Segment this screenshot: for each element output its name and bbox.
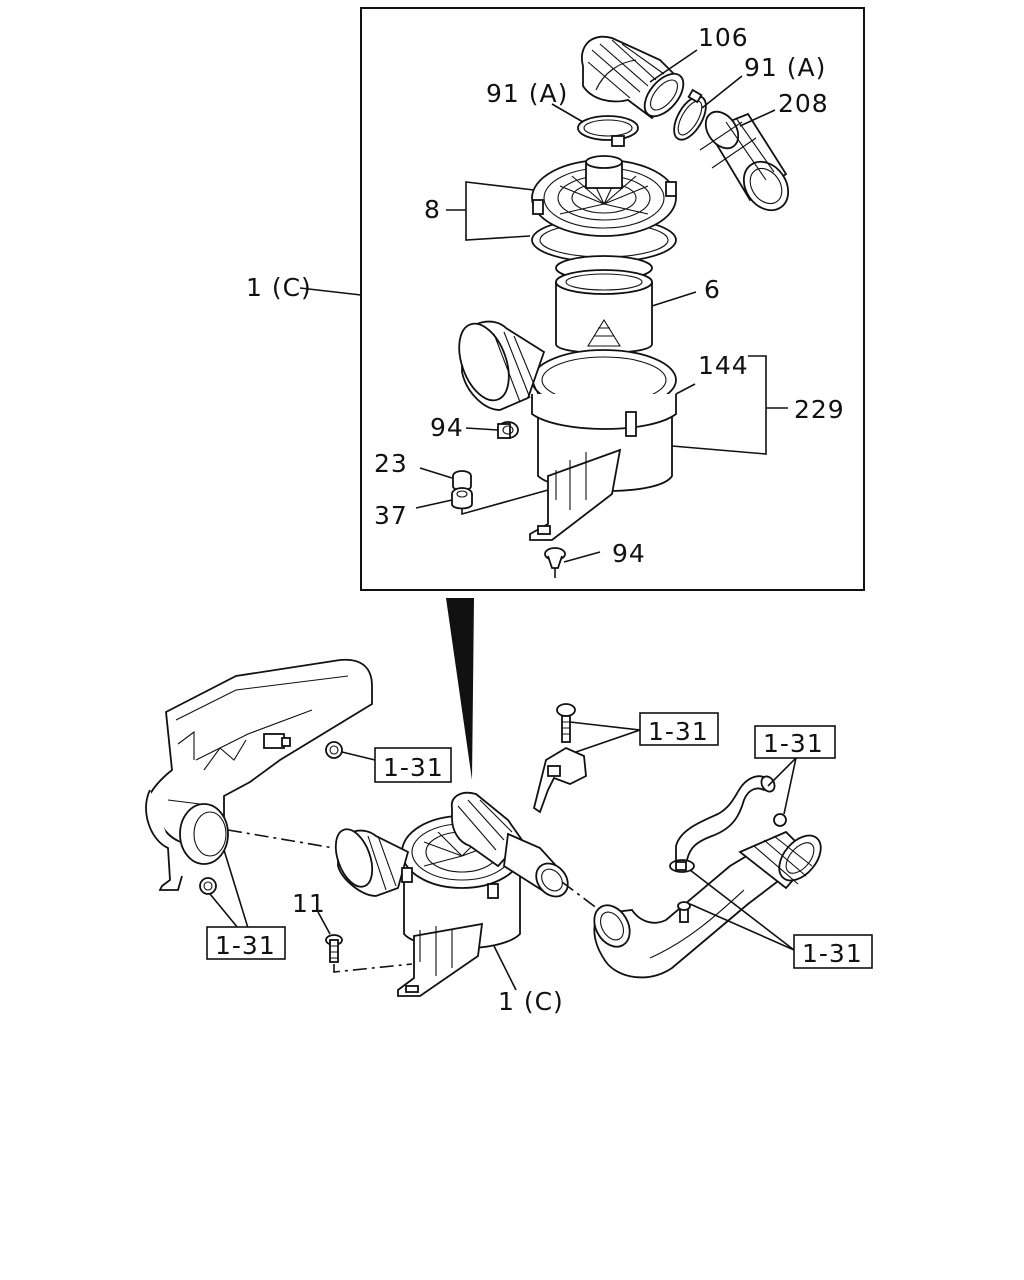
intake-sleeve-208 [699, 110, 790, 212]
nut-left-upper [325, 741, 343, 759]
label-6: 6 [704, 275, 721, 304]
rubber-valve-94-lower [544, 547, 566, 578]
detail-frame [360, 7, 865, 591]
ref-1-31-c: 1-31 [648, 717, 709, 746]
label-23: 23 [374, 449, 408, 478]
ref-box-2 [206, 926, 286, 960]
ref-box-1 [374, 747, 452, 783]
label-208: 208 [778, 89, 829, 118]
label-91a-left: 91 (A) [486, 79, 568, 108]
nipple-fitting [677, 901, 691, 923]
grommet-37 [451, 487, 473, 510]
elbow-hose-106 [581, 35, 685, 120]
label-1c-bottom: 1 (C) [498, 987, 564, 1016]
left-mounting-bracket [145, 658, 373, 891]
nut-left-lower [199, 877, 217, 895]
label-37: 37 [374, 501, 408, 530]
bolt-11 [325, 934, 343, 963]
label-8: 8 [424, 195, 441, 224]
label-229: 229 [794, 395, 845, 424]
ref-1-31-a: 1-31 [383, 753, 444, 782]
label-1c-top: 1 (C) [246, 273, 312, 302]
cleaner-housing-229 [458, 320, 677, 541]
ref-1-31-d: 1-31 [763, 729, 824, 758]
breather-hose [675, 775, 787, 867]
maf-sensor-bracket [532, 703, 587, 814]
ref-1-31-b: 1-31 [215, 931, 276, 960]
ref-box-3 [639, 712, 719, 746]
hose-clamp-91a-right [673, 88, 707, 141]
rubber-valve-94-upper [497, 421, 519, 439]
label-94-lower: 94 [612, 539, 646, 568]
label-94-upper: 94 [430, 413, 464, 442]
sensor-clip-left [263, 733, 291, 749]
intake-pipe [593, 830, 822, 979]
detail-pointer-arrow [446, 598, 474, 780]
filter-element-6 [555, 255, 653, 354]
hose-clamp-91a-left [577, 115, 639, 147]
ref-1-31-e: 1-31 [802, 939, 863, 968]
label-144: 144 [698, 351, 749, 380]
plug-23 [452, 470, 472, 492]
cleaner-cover-8 [531, 155, 677, 263]
air-cleaner-assembly [334, 791, 569, 997]
ref-box-4 [754, 725, 836, 759]
label-106: 106 [698, 23, 749, 52]
hose-clamp-small [669, 859, 695, 873]
label-91a-right: 91 (A) [744, 53, 826, 82]
label-11: 11 [292, 889, 326, 918]
ref-box-5 [793, 934, 873, 969]
